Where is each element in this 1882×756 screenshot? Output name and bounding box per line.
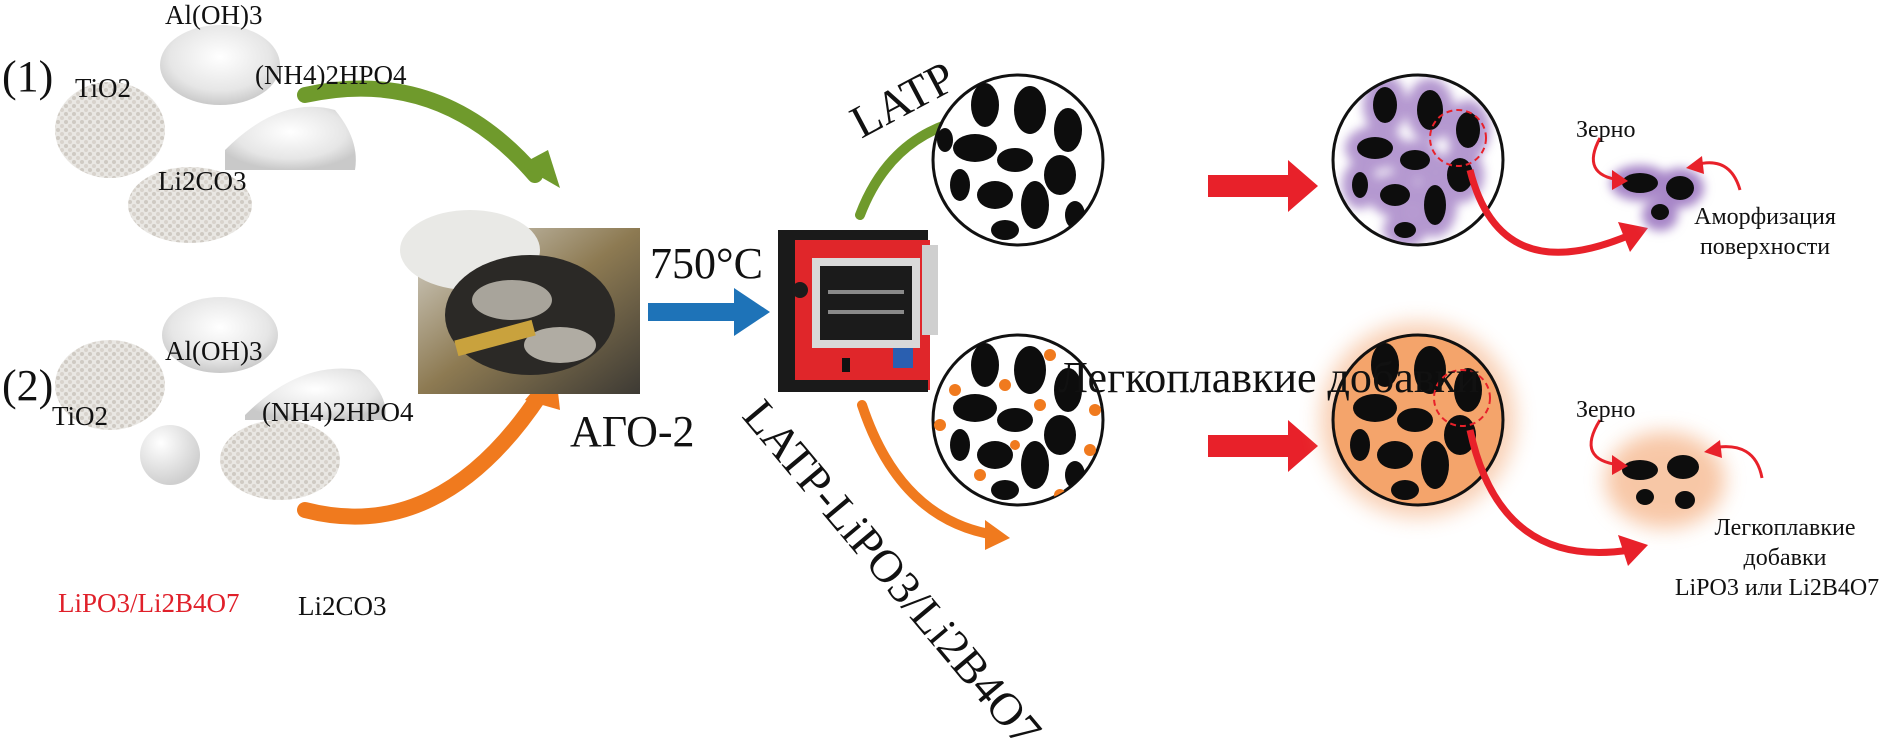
mix2-tio2-label: TiO2 bbox=[52, 401, 109, 431]
mix2-nh4-label: (NH4)2HPO4 bbox=[262, 397, 414, 427]
red-arrow-2-shaft bbox=[1208, 435, 1290, 457]
red-arrow-1-shaft bbox=[1208, 175, 1290, 197]
green-arrowhead-mill bbox=[520, 150, 560, 188]
top-grain-label: Зерно bbox=[1576, 117, 1636, 143]
red-curve-zoom-2 bbox=[1466, 429, 1631, 556]
mixture-1-index: (1) bbox=[2, 52, 54, 101]
blue-arrow-shaft bbox=[648, 303, 736, 321]
powder-tio2-top bbox=[55, 82, 165, 178]
zoom1-grain-arrowhead bbox=[1612, 170, 1628, 190]
mix1-li2co3-label: Li2CO3 bbox=[158, 166, 247, 196]
red-arrowhead-zoom-2 bbox=[1618, 535, 1648, 566]
powder-al-oh3-bottom bbox=[162, 297, 278, 373]
melted-additives-circle bbox=[1320, 322, 1516, 518]
bottom-effect-line3: LiPO3 или Li2B4O7 bbox=[1674, 575, 1880, 601]
powder-nh4-bottom bbox=[245, 368, 386, 420]
additives-header: Легкоплавкие добавки bbox=[1058, 353, 1480, 402]
orange-arrow-latp-additives bbox=[857, 400, 1000, 540]
furnace-image bbox=[778, 230, 938, 392]
grain-cluster-bottom bbox=[1605, 432, 1725, 528]
green-arrow-to-mill bbox=[297, 80, 543, 183]
bottom-effect-line2: добавки bbox=[1743, 545, 1827, 571]
mix1-tio2-label: TiO2 bbox=[75, 73, 132, 103]
red-arrowhead-2 bbox=[1288, 420, 1318, 472]
latp-additives-circle bbox=[931, 333, 1105, 507]
zoom2-effect-arrowhead bbox=[1704, 440, 1722, 458]
mix2-li2co3-label: Li2CO3 bbox=[298, 591, 387, 621]
powder-nh4-top bbox=[225, 106, 356, 170]
mix2-additive-label: LiPO3/Li2B4O7 bbox=[58, 588, 240, 618]
amorphized-circle bbox=[1331, 73, 1505, 247]
bottom-effect-line1: Легкоплавкие bbox=[1714, 515, 1856, 541]
mix2-al-oh3-label: Al(OH)3 bbox=[165, 336, 263, 366]
zoom1-effect-arrowhead bbox=[1686, 156, 1704, 174]
orange-arrowhead-additives bbox=[985, 520, 1010, 550]
temperature-label: 750°C bbox=[650, 239, 763, 288]
grain-cluster-top bbox=[1610, 165, 1704, 231]
zoom2-grain-arrowhead bbox=[1612, 455, 1628, 475]
orange-arrow-to-mill bbox=[297, 387, 548, 525]
latp-grains-circle bbox=[931, 73, 1105, 247]
bottom-grain-label: Зерно bbox=[1576, 397, 1636, 423]
mill-label: АГО-2 bbox=[570, 407, 695, 456]
top-effect-line2: поверхности bbox=[1699, 234, 1831, 260]
powder-li2co3-bottom bbox=[220, 420, 340, 500]
powder-tio2-bottom bbox=[55, 340, 165, 430]
red-arrowhead-1 bbox=[1288, 160, 1318, 212]
powder-li2co3-top bbox=[128, 167, 252, 243]
powder-al-oh3-top bbox=[160, 25, 280, 105]
powder-additive-ball bbox=[140, 425, 200, 485]
top-effect-line1: Аморфизация bbox=[1694, 204, 1836, 230]
mix1-al-oh3-label: Al(OH)3 bbox=[165, 0, 263, 30]
blue-arrowhead bbox=[734, 288, 770, 336]
process-diagram bbox=[55, 25, 1764, 566]
mix1-nh4-label: (NH4)2HPO4 bbox=[255, 60, 407, 90]
mill-photo bbox=[400, 210, 640, 394]
mixture-2-index: (2) bbox=[2, 361, 54, 410]
red-curve-zoom-1 bbox=[1466, 169, 1632, 256]
red-arrowhead-zoom-1 bbox=[1618, 222, 1648, 252]
